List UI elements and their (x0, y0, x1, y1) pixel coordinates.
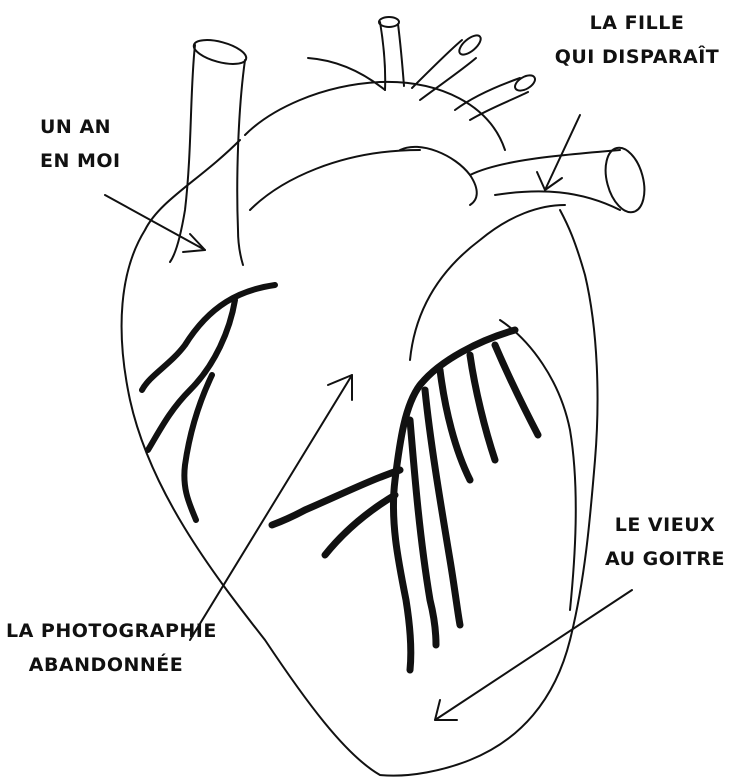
arrow-un-an (105, 195, 205, 252)
pulmonary-trunk (470, 150, 620, 175)
arrow-fille (537, 115, 580, 190)
label-photographie: LA PHOTOGRAPHIE ABANDONNÉE (6, 614, 206, 682)
label-fille: LA FILLE QUI DISPARAÎT (552, 6, 722, 74)
coronary-left (142, 285, 275, 520)
vena-cava (170, 45, 195, 262)
arrow-photo (190, 375, 352, 640)
aortic-arch (245, 82, 505, 150)
coronary-right (272, 330, 538, 670)
label-vieux: LE VIEUX AU GOITRE (600, 508, 730, 576)
arrow-vieux (435, 590, 632, 720)
label-un-an: UN AN EN MOI (40, 110, 121, 178)
